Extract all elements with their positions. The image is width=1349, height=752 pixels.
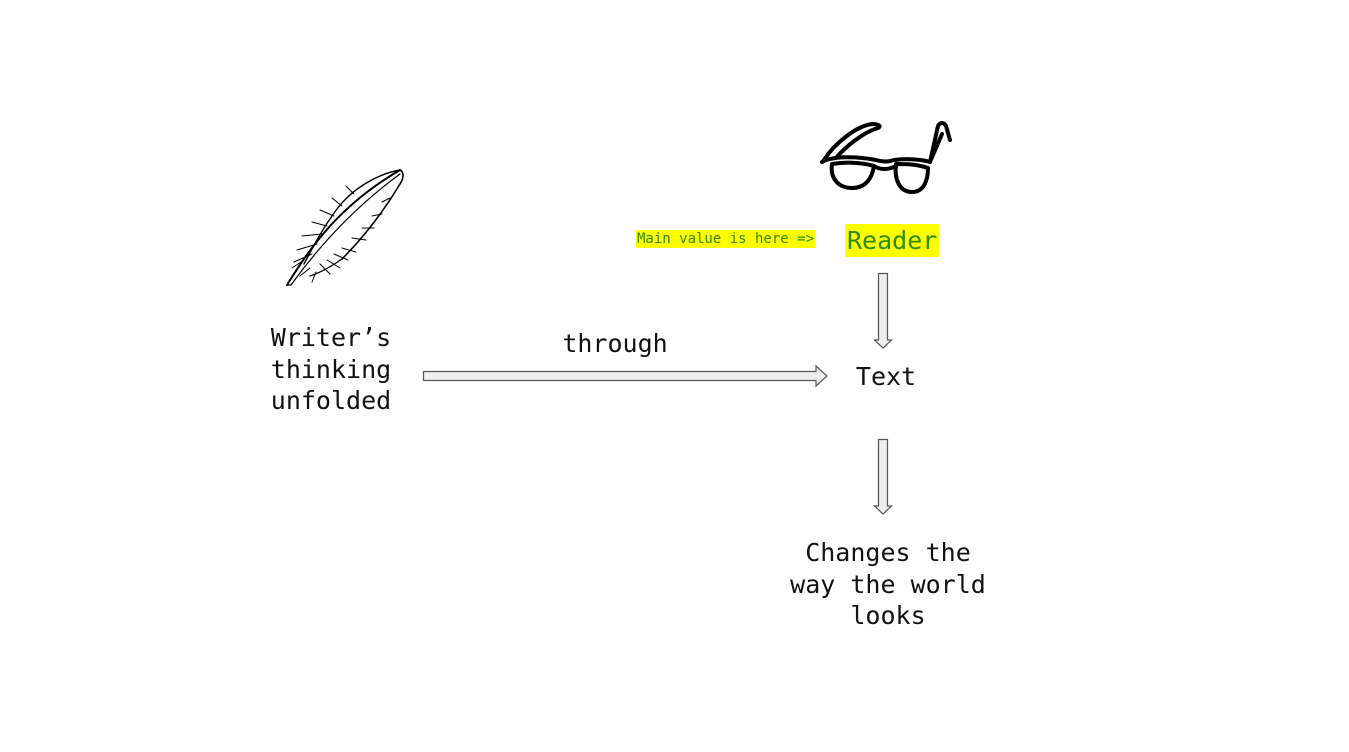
connector-label: through bbox=[562, 329, 668, 358]
writer-node-label: Writer’s thinking unfolded bbox=[270, 323, 392, 415]
reader-node-label: Reader bbox=[845, 224, 940, 257]
glasses-icon bbox=[820, 121, 952, 194]
text-node-label: Text bbox=[855, 362, 917, 391]
main-value-annotation: Main value is here => bbox=[636, 230, 816, 248]
down-arrow-reader-to-text bbox=[872, 272, 894, 349]
outcome-node-label: Changes the way the world looks bbox=[790, 538, 986, 630]
right-arrow bbox=[422, 364, 828, 388]
down-arrow-text-to-outcome bbox=[872, 438, 894, 515]
quill-feather-icon bbox=[286, 169, 404, 286]
